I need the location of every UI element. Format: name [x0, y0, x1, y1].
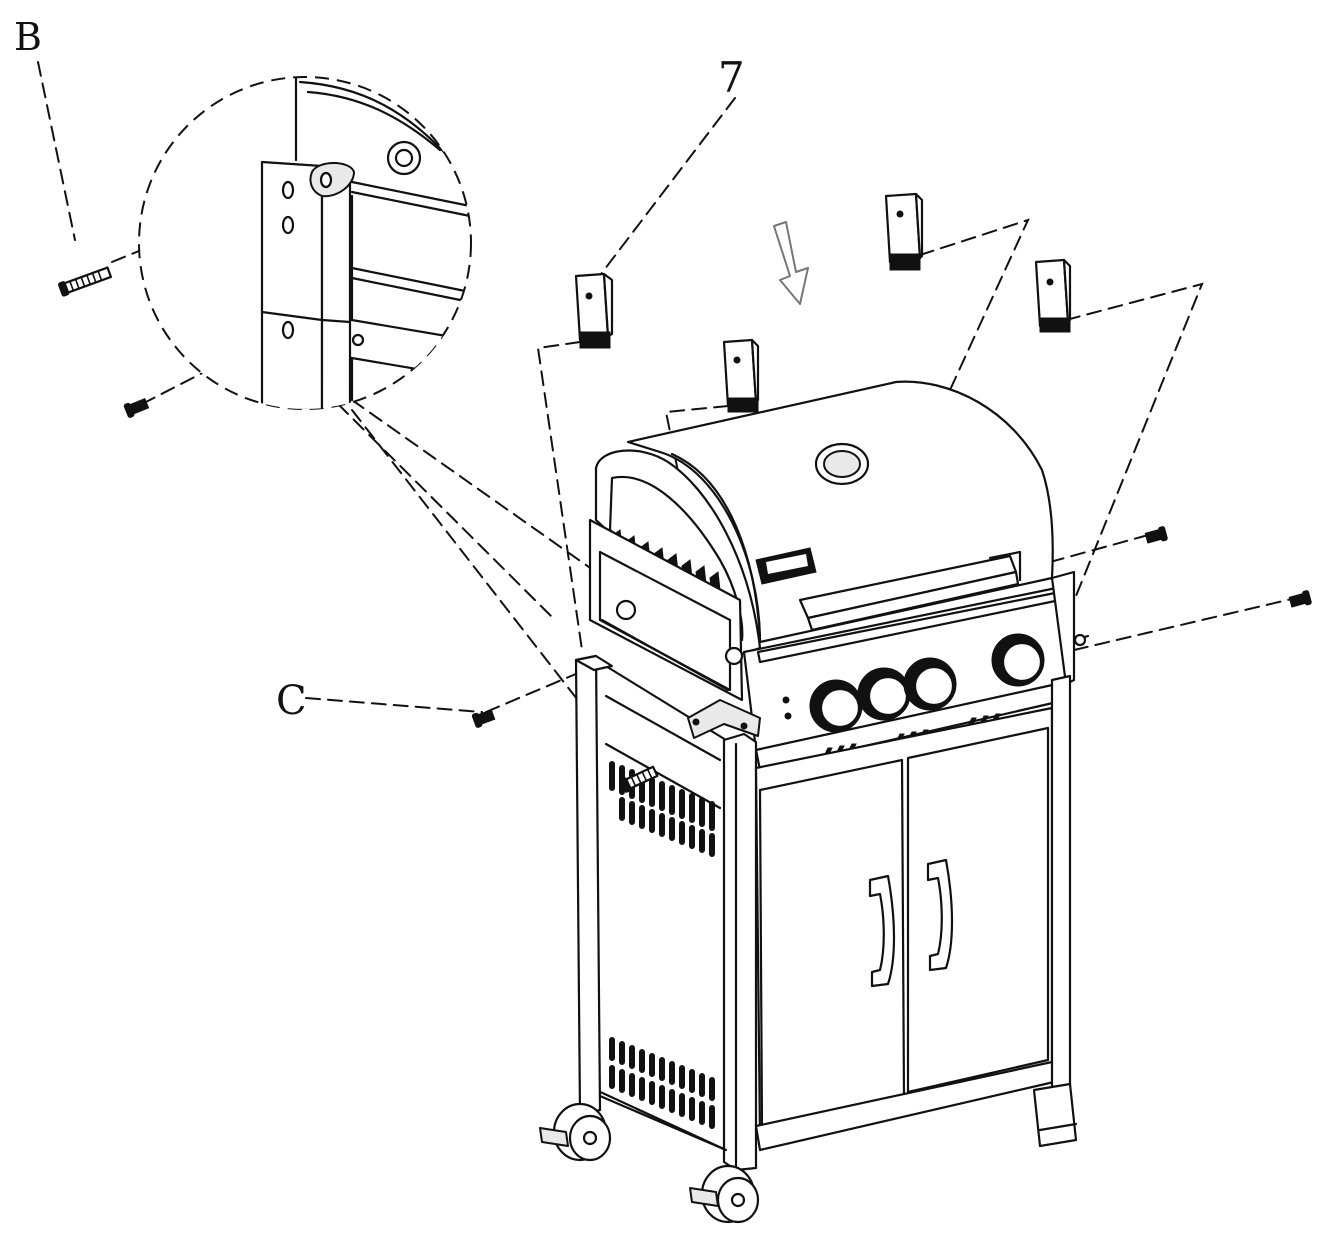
label-7: 7	[718, 53, 745, 102]
side-bracket	[687, 699, 761, 739]
label-b: B	[14, 15, 42, 59]
screw-icon	[471, 709, 496, 728]
screw-icon	[1144, 526, 1168, 544]
down-arrow-icon	[773, 221, 809, 305]
door-handle	[868, 874, 896, 988]
label-c: C	[276, 678, 307, 724]
screw-icon	[58, 266, 113, 297]
detail-view	[138, 76, 472, 410]
door-handle	[926, 858, 954, 972]
bracket-icon	[1034, 258, 1072, 333]
grill	[588, 380, 1090, 772]
caster-wheel	[689, 1164, 760, 1224]
bracket-icon	[884, 192, 924, 271]
knobs	[809, 633, 1045, 733]
bracket-icon	[574, 272, 614, 349]
caster-wheel	[539, 1102, 612, 1162]
bracket-icon	[722, 338, 760, 413]
screw-icon	[123, 397, 150, 418]
screw-icon	[1288, 590, 1312, 608]
screw-icon	[619, 765, 659, 793]
cart	[574, 654, 1078, 1172]
